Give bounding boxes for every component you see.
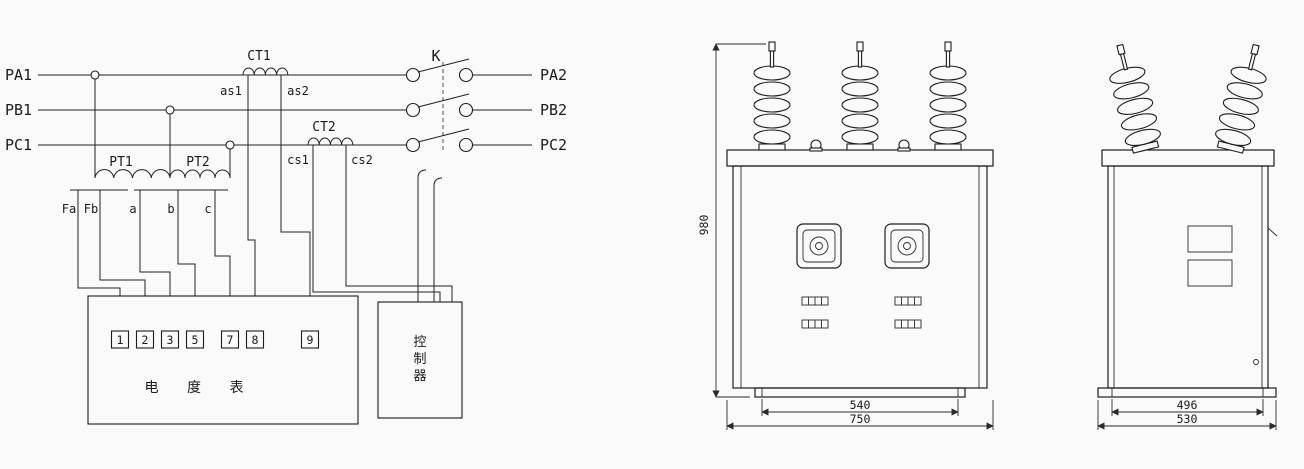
side-bushing-right: [1211, 40, 1275, 155]
front-bushing-left: [753, 41, 791, 151]
ct1-label: CT1: [247, 49, 270, 64]
controller-char-3: 器: [413, 369, 426, 384]
front-tank: [726, 149, 994, 398]
wiring-schematic: PA1 PB1 PC1 PA2 PB2 PC2 CT1 as1 as2 CT2 …: [5, 47, 567, 425]
meter-terminal-number: 7: [227, 333, 234, 347]
wire-routing: [77, 75, 453, 331]
front-height-value: 980: [697, 215, 711, 236]
side-tank-seams: [1113, 166, 1263, 388]
meter-label: 电 度 表: [145, 380, 256, 396]
terminal-strip: [801, 296, 829, 306]
meter-terminal: [185, 330, 205, 349]
side-bushing-left: [1101, 40, 1165, 155]
meter-terminal: [135, 330, 155, 349]
side-view: 496 530: [1097, 40, 1278, 430]
controller-leads: [417, 169, 443, 302]
front-cover-plate: [726, 149, 994, 167]
ct2-terminal-cs1: cs1: [287, 153, 309, 167]
phase-out-label-a: PA2: [540, 66, 567, 84]
phase-out-label-b: PB2: [540, 101, 567, 119]
terminal-strip: [894, 296, 922, 306]
phase-in-label-a: PA1: [5, 66, 32, 84]
terminal-strip: [801, 319, 829, 329]
phase-out-label-c: PC2: [540, 136, 567, 154]
front-view: 540 750 980: [697, 41, 994, 430]
meter-terminal: [160, 330, 180, 349]
meter-terminal: [245, 330, 265, 349]
side-drain-valve: [1253, 359, 1259, 365]
controller-char-2: 制: [413, 352, 426, 367]
lifting-lug-right: [897, 139, 911, 152]
pt-terminal-a: a: [129, 202, 136, 216]
inspection-window-right: [884, 223, 930, 269]
meter-terminal-number: 2: [142, 333, 149, 347]
pt-terminal-fa: Fa: [62, 202, 76, 216]
dimension-496: 496: [1111, 398, 1264, 416]
front-tank-body: [732, 165, 988, 389]
ct2-symbol: CT2 cs1 cs2: [287, 120, 373, 167]
switch-blades: [417, 58, 470, 143]
pt2-label: PT2: [186, 155, 209, 170]
side-cover-plate: [1101, 149, 1275, 167]
meter-terminal-number: 1: [117, 333, 124, 347]
dimension-750: 750: [726, 400, 994, 430]
terminal-strip: [894, 319, 922, 329]
ct1-terminal-as1: as1: [220, 84, 242, 98]
pt1-label: PT1: [109, 155, 132, 170]
pt-terminal-c: c: [204, 202, 211, 216]
controller-char-1: 控: [413, 335, 426, 350]
side-base-channel: [1097, 387, 1277, 398]
side-base-feet: [1111, 388, 1264, 397]
inspection-window-left: [796, 223, 842, 269]
side-tank: [1097, 149, 1277, 398]
switch-k: K: [405, 47, 474, 153]
front-bushing-right: [929, 41, 967, 151]
pt-terminal-b: b: [167, 202, 174, 216]
meter-terminal-number: 8: [252, 333, 259, 347]
switch-k-label: K: [431, 47, 440, 65]
front-bushing-middle: [841, 41, 879, 151]
phase-in-label-b: PB1: [5, 101, 32, 119]
dimension-540: 540: [761, 398, 959, 416]
side-inner-width-value: 496: [1177, 398, 1198, 412]
meter-terminal-number: 3: [167, 333, 174, 347]
phase-lines: [38, 74, 532, 146]
meter-terminal: [220, 330, 240, 349]
side-outer-width-value: 530: [1177, 412, 1198, 426]
dimension-980: 980: [697, 43, 766, 398]
meter-terminal: [300, 330, 320, 349]
meter-box: 1 2 3 5 7 8 9 电 度 表: [87, 295, 359, 425]
front-base-channel: [754, 387, 966, 398]
front-inner-width-value: 540: [850, 398, 871, 412]
side-edge-bracket: [1267, 227, 1278, 237]
meter-terminal: [110, 330, 130, 349]
lifting-lug-left: [809, 139, 823, 152]
ct1-terminal-as2: as2: [287, 84, 309, 98]
ct2-terminal-cs2: cs2: [351, 153, 373, 167]
controller-box: 控 制 器: [377, 301, 463, 419]
front-outer-width-value: 750: [850, 412, 871, 426]
meter-terminal-number: 9: [307, 333, 314, 347]
pt-symbols: PT1 PT2 Fa Fb a b c: [62, 70, 235, 216]
meter-terminal-number: 5: [192, 333, 199, 347]
ct1-symbol: CT1 as1 as2: [220, 49, 309, 98]
side-nameplate-upper: [1187, 225, 1233, 253]
ct2-label: CT2: [312, 120, 335, 135]
front-base-feet: [761, 388, 959, 397]
side-nameplate-lower: [1187, 259, 1233, 287]
pt-terminal-fb: Fb: [84, 202, 98, 216]
phase-in-label-c: PC1: [5, 136, 32, 154]
dimension-530: 530: [1097, 400, 1277, 430]
front-tank-seams: [740, 166, 980, 388]
